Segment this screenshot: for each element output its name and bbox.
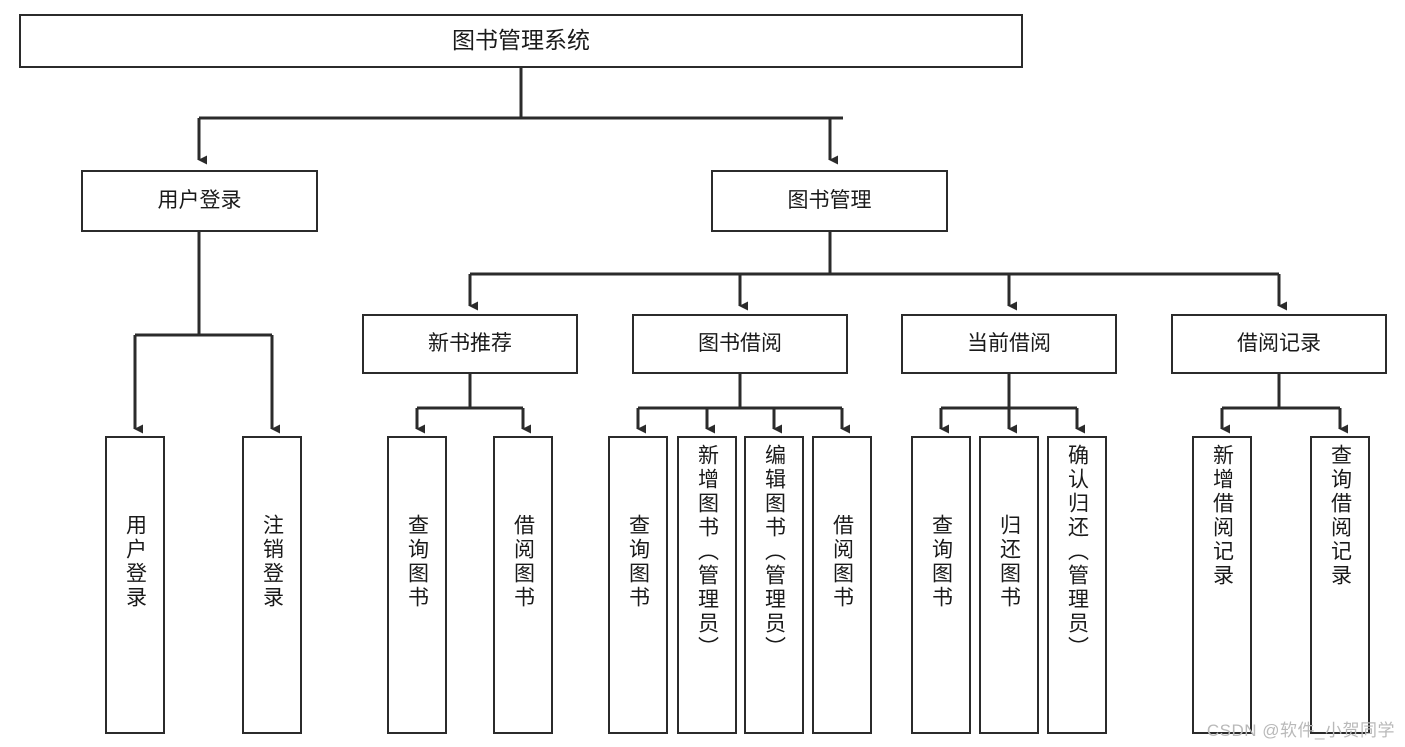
node-leaf-query-borrow-record[interactable]: 查询借阅记录 xyxy=(1310,436,1370,734)
node-leaf-borrow-book-recommend-label: 借阅图书 xyxy=(511,514,535,610)
node-leaf-query-book-borrow[interactable]: 查询图书 xyxy=(608,436,668,734)
node-leaf-edit-book-admin-label: 编辑图书（管理员） xyxy=(762,444,786,660)
node-leaf-user-login[interactable]: 用户登录 xyxy=(105,436,165,734)
node-book-borrow[interactable]: 图书借阅 xyxy=(632,314,848,374)
node-new-book-recommend[interactable]: 新书推荐 xyxy=(362,314,578,374)
node-borrow-record-label: 借阅记录 xyxy=(1237,332,1321,356)
node-leaf-borrow-book-label: 借阅图书 xyxy=(830,514,854,610)
node-leaf-edit-book-admin[interactable]: 编辑图书（管理员） xyxy=(744,436,804,734)
node-book-borrow-label: 图书借阅 xyxy=(698,332,782,356)
node-leaf-return-book-label: 归还图书 xyxy=(997,514,1021,610)
node-leaf-query-book-recommend-label: 查询图书 xyxy=(405,514,429,610)
node-leaf-add-borrow-record-label: 新增借阅记录 xyxy=(1210,444,1234,588)
node-leaf-borrow-book-recommend[interactable]: 借阅图书 xyxy=(493,436,553,734)
node-leaf-return-book[interactable]: 归还图书 xyxy=(979,436,1039,734)
node-leaf-user-login-label: 用户登录 xyxy=(123,514,147,610)
node-root-book-management-system[interactable]: 图书管理系统 xyxy=(19,14,1023,68)
node-leaf-borrow-book[interactable]: 借阅图书 xyxy=(812,436,872,734)
node-leaf-add-book-admin-label: 新增图书（管理员） xyxy=(695,444,719,660)
node-root-label: 图书管理系统 xyxy=(452,27,590,54)
node-leaf-confirm-return-admin-label: 确认归还（管理员） xyxy=(1065,444,1089,660)
node-leaf-query-book-current-label: 查询图书 xyxy=(929,514,953,610)
node-user-login-label: 用户登录 xyxy=(157,189,242,213)
node-new-book-recommend-label: 新书推荐 xyxy=(428,332,512,356)
node-current-borrow[interactable]: 当前借阅 xyxy=(901,314,1117,374)
node-leaf-query-book-recommend[interactable]: 查询图书 xyxy=(387,436,447,734)
node-leaf-add-book-admin[interactable]: 新增图书（管理员） xyxy=(677,436,737,734)
node-leaf-logout-label: 注销登录 xyxy=(260,514,284,610)
watermark-text: CSDN @软件_小贺同学 xyxy=(1206,721,1395,740)
node-leaf-add-borrow-record[interactable]: 新增借阅记录 xyxy=(1192,436,1252,734)
node-current-borrow-label: 当前借阅 xyxy=(967,332,1051,356)
node-leaf-query-book-current[interactable]: 查询图书 xyxy=(911,436,971,734)
node-leaf-query-borrow-record-label: 查询借阅记录 xyxy=(1328,444,1352,588)
node-leaf-confirm-return-admin[interactable]: 确认归还（管理员） xyxy=(1047,436,1107,734)
node-leaf-query-book-borrow-label: 查询图书 xyxy=(626,514,650,610)
node-book-management-label: 图书管理 xyxy=(787,189,872,213)
node-borrow-record[interactable]: 借阅记录 xyxy=(1171,314,1387,374)
node-leaf-logout[interactable]: 注销登录 xyxy=(242,436,302,734)
node-user-login[interactable]: 用户登录 xyxy=(81,170,318,232)
node-book-management[interactable]: 图书管理 xyxy=(711,170,948,232)
